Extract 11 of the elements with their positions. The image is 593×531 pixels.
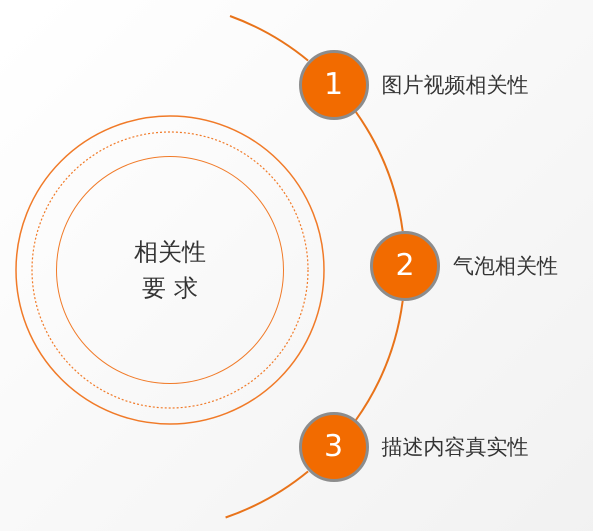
center-title: 相关性 — [133, 237, 207, 268]
step-number: 1 — [322, 66, 344, 104]
arc-connector — [354, 111, 404, 232]
item-label: 描述内容真实性 — [382, 434, 529, 462]
center-circle — [56, 156, 284, 384]
step-number: 3 — [322, 428, 344, 466]
step-number: 2 — [394, 247, 416, 285]
center-title: 要 求 — [141, 273, 199, 304]
arc-connector — [354, 300, 404, 421]
item-label: 气泡相关性 — [453, 253, 558, 280]
item-label: 图片视频相关性 — [382, 72, 529, 99]
